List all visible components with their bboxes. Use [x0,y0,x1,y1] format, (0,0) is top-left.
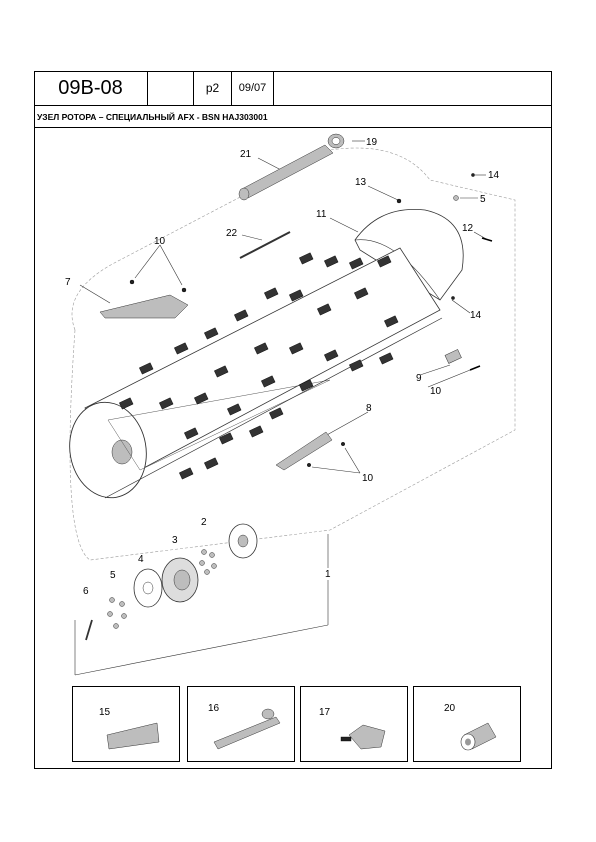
callout-1: 1 [325,569,331,580]
knife-blade-icon: 17 [319,707,386,750]
bolt-set-part-2 [199,549,217,575]
callout-10-right: 10 [430,386,442,397]
leader-lines [74,140,489,676]
section-code: 09B-08 [34,71,148,105]
knife-holder-icon: 16 [208,703,281,750]
callout-labels: 19 21 13 14 5 11 12 22 10 7 14 9 10 8 10… [65,137,500,597]
bushing-icon: 20 [444,703,497,751]
drawing-frame [34,71,552,769]
hub-part-2 [228,523,258,559]
bolt-part-10e [307,463,312,468]
callout-11: 11 [316,209,327,220]
callout-3: 3 [172,535,178,546]
page-number: p2 [194,71,232,105]
assembly-title: УЗЕЛ РОТОРА – СПЕЦИАЛЬНЫЙ AFX - BSN HAJ3… [34,105,552,128]
callout-19: 19 [366,137,378,148]
inset-label-17: 17 [319,707,331,718]
bolt-part-10c [469,365,481,371]
callout-6: 6 [83,586,89,597]
bracket-part-9 [444,349,462,364]
blank-cell [148,71,194,105]
callout-12: 12 [462,223,474,234]
callout-14-right: 14 [470,310,482,321]
nut-part-5 [453,195,459,201]
callout-21: 21 [240,149,252,160]
callout-2: 2 [201,517,207,528]
bar-part-8 [275,431,333,471]
bolt-part-10a [129,279,135,285]
callout-5-bottom: 5 [110,570,116,581]
callout-9: 9 [416,373,422,384]
inset-box-part-15: 15 [72,686,180,762]
drive-shaft-part-21 [238,144,334,201]
callout-10-top: 10 [154,236,166,247]
rod-part-22 [239,231,291,259]
revision-date: 09/07 [232,71,274,105]
bolt-part-10b [181,287,187,293]
washer-part-14 [471,173,475,177]
callout-4: 4 [138,554,144,565]
header-table: 09B-08 p2 09/07 [34,71,274,105]
callout-8: 8 [366,403,372,414]
bolt-part-6 [85,619,93,641]
bolt-part-10d [341,442,346,447]
knife-rows [119,252,399,480]
assembly-outline [69,147,516,561]
inset-box-part-16: 16 [187,686,295,762]
nut-set-part-5 [107,597,127,629]
inset-box-part-17: 17 [300,686,408,762]
callout-13: 13 [355,177,367,188]
callout-22: 22 [226,228,238,239]
scraper-blade-part-7 [99,294,189,319]
plate-part-4 [133,568,163,608]
friction-pad-icon: 15 [99,707,160,750]
callout-7: 7 [65,277,71,288]
inset-box-part-20: 20 [413,686,521,762]
screw-part-12 [481,237,493,242]
flange-part-3 [161,557,199,603]
rotor-drum-part-1 [69,247,443,499]
washer-part-14b [451,296,455,300]
inset-label-20: 20 [444,703,456,714]
inset-label-16: 16 [208,703,220,714]
inset-label-15: 15 [99,707,111,718]
callout-14-top: 14 [488,170,500,181]
callout-10-bottom: 10 [362,473,374,484]
bolt-part-13 [396,198,402,204]
callout-5-top: 5 [480,194,486,205]
